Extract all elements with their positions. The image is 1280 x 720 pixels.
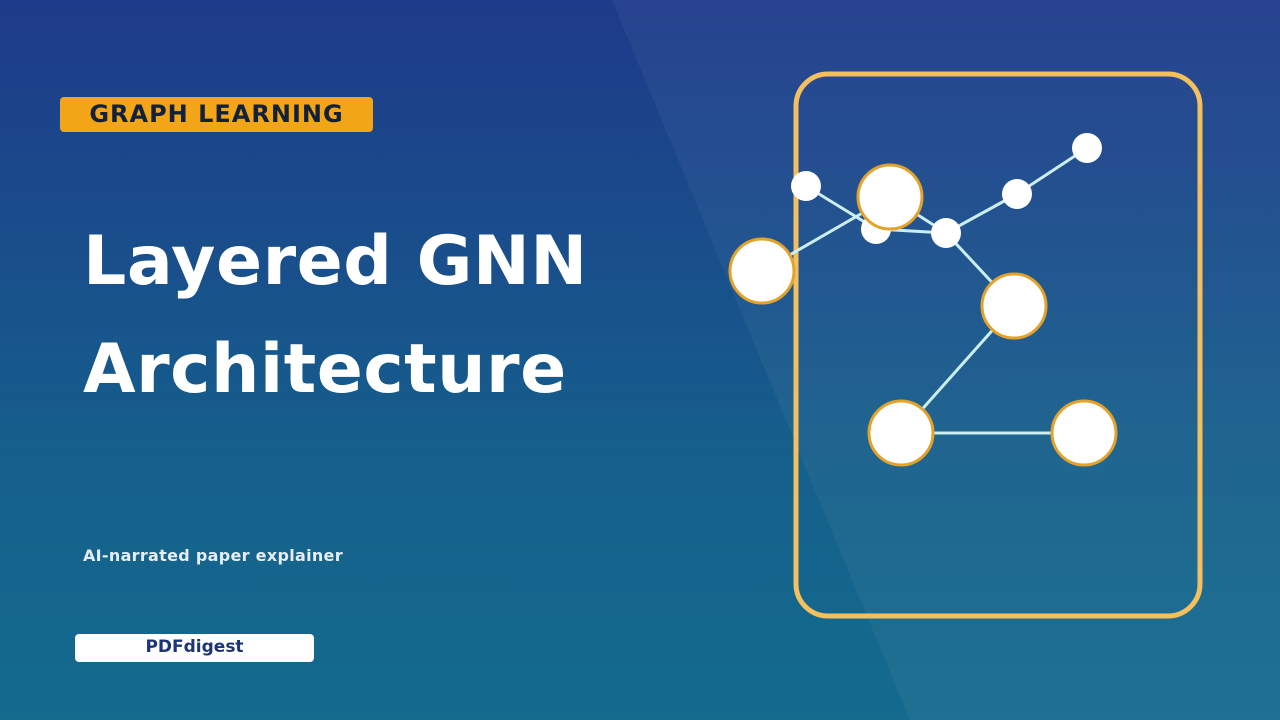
graph-node-large — [867, 399, 935, 467]
graph-node-large — [980, 272, 1048, 340]
page-title: Layered GNN Architecture — [83, 208, 703, 424]
diagonal-panel — [612, 0, 1280, 720]
graph-node-small — [1002, 179, 1032, 209]
graph-node-small — [1072, 133, 1102, 163]
graph-frame — [793, 71, 1203, 619]
graph-large-nodes — [728, 163, 1118, 467]
graph-node-large — [856, 163, 924, 231]
title-line-2: Architecture — [83, 330, 567, 409]
category-tag: GRAPH LEARNING — [60, 97, 373, 132]
title-line-1: Layered GNN — [83, 222, 588, 301]
subtitle: AI-narrated paper explainer — [83, 546, 343, 565]
graph-node-small — [931, 218, 961, 248]
graph-node-small — [791, 171, 821, 201]
graph-node-large — [1050, 399, 1118, 467]
brand-badge: PDFdigest — [75, 634, 314, 662]
graph-node-large — [728, 237, 796, 305]
